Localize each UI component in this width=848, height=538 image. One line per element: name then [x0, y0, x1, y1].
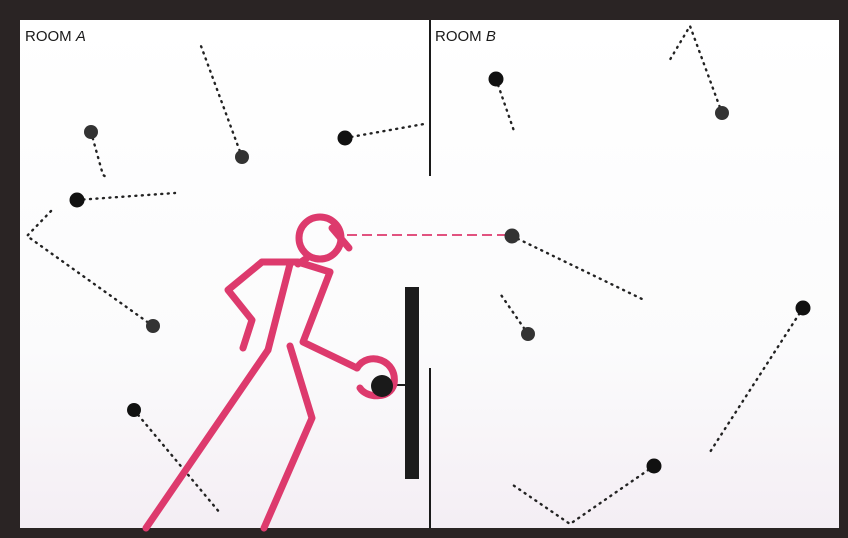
- molecule-dot[interactable]: [521, 327, 535, 341]
- molecule-dot[interactable]: [70, 193, 85, 208]
- molecule-dot[interactable]: [647, 459, 662, 474]
- molecule-dot[interactable]: [235, 150, 249, 164]
- molecule-dot[interactable]: [338, 131, 353, 146]
- molecule-dot[interactable]: [84, 125, 98, 139]
- molecule-dot[interactable]: [715, 106, 729, 120]
- molecule-dot[interactable]: [489, 72, 504, 87]
- room-b-label: ROOM B: [435, 28, 496, 45]
- molecule-dot[interactable]: [505, 229, 520, 244]
- room-a-label: ROOM A: [25, 28, 86, 45]
- molecule-dot[interactable]: [127, 403, 141, 417]
- trapdoor-shutter[interactable]: [405, 287, 419, 479]
- molecule-dot[interactable]: [146, 319, 160, 333]
- molecule-dot[interactable]: [371, 375, 393, 397]
- molecule-dot[interactable]: [796, 301, 811, 316]
